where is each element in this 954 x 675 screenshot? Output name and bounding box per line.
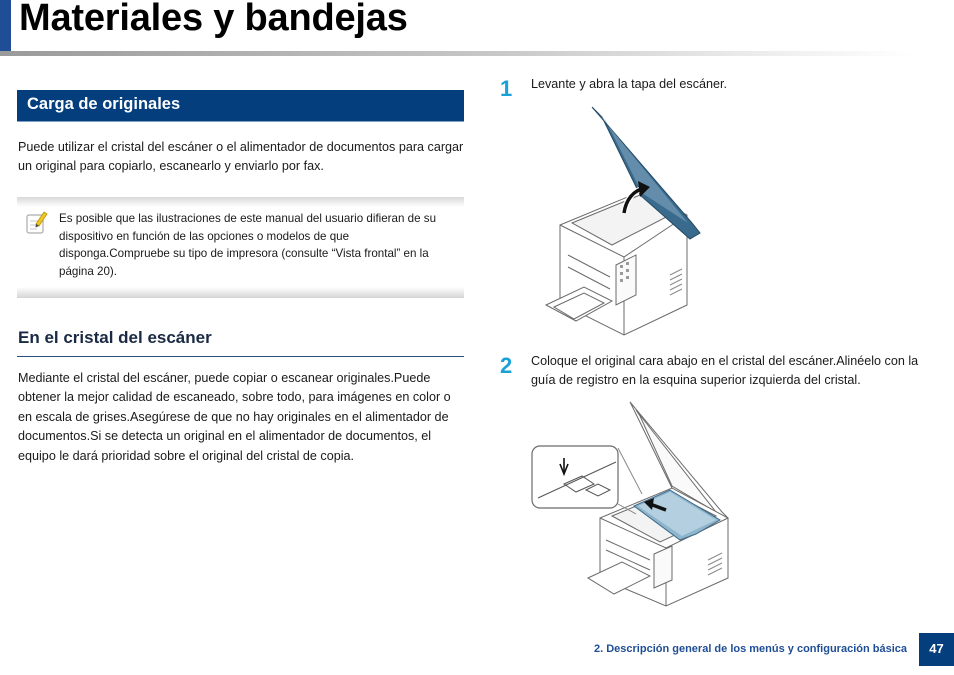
scanner-place-original-illustration	[531, 401, 729, 607]
title-accent-bar	[0, 0, 11, 52]
subsection-body: Mediante el cristal del escáner, puede c…	[18, 371, 451, 463]
page-title: Materiales y bandejas	[19, 0, 408, 39]
step-2-number: 2	[500, 353, 513, 378]
subsection-divider	[17, 356, 464, 357]
step-1-number: 1	[500, 76, 513, 101]
note-box: Es posible que las ilustraciones de este…	[17, 197, 464, 298]
section-intro: Puede utilizar el cristal del escáner o …	[18, 140, 464, 174]
subsection-title: En el cristal del escáner	[18, 328, 212, 347]
step-2-text: Coloque el original cara abajo en el cri…	[531, 354, 919, 387]
title-divider	[0, 51, 915, 56]
note-text: Es posible que las ilustraciones de este…	[59, 212, 437, 278]
page-number-box: 47	[919, 633, 954, 666]
scanner-lid-open-illustration	[544, 106, 701, 336]
section-title: Carga de originales	[27, 95, 181, 113]
step-1-text: Levante y abra la tapa del escáner.	[531, 77, 728, 91]
section-header: Carga de originales	[17, 90, 464, 122]
pencil-note-icon	[26, 211, 48, 234]
page-number: 47	[929, 641, 944, 656]
footer-chapter: 2. Descripción general de los menús y co…	[594, 643, 907, 655]
